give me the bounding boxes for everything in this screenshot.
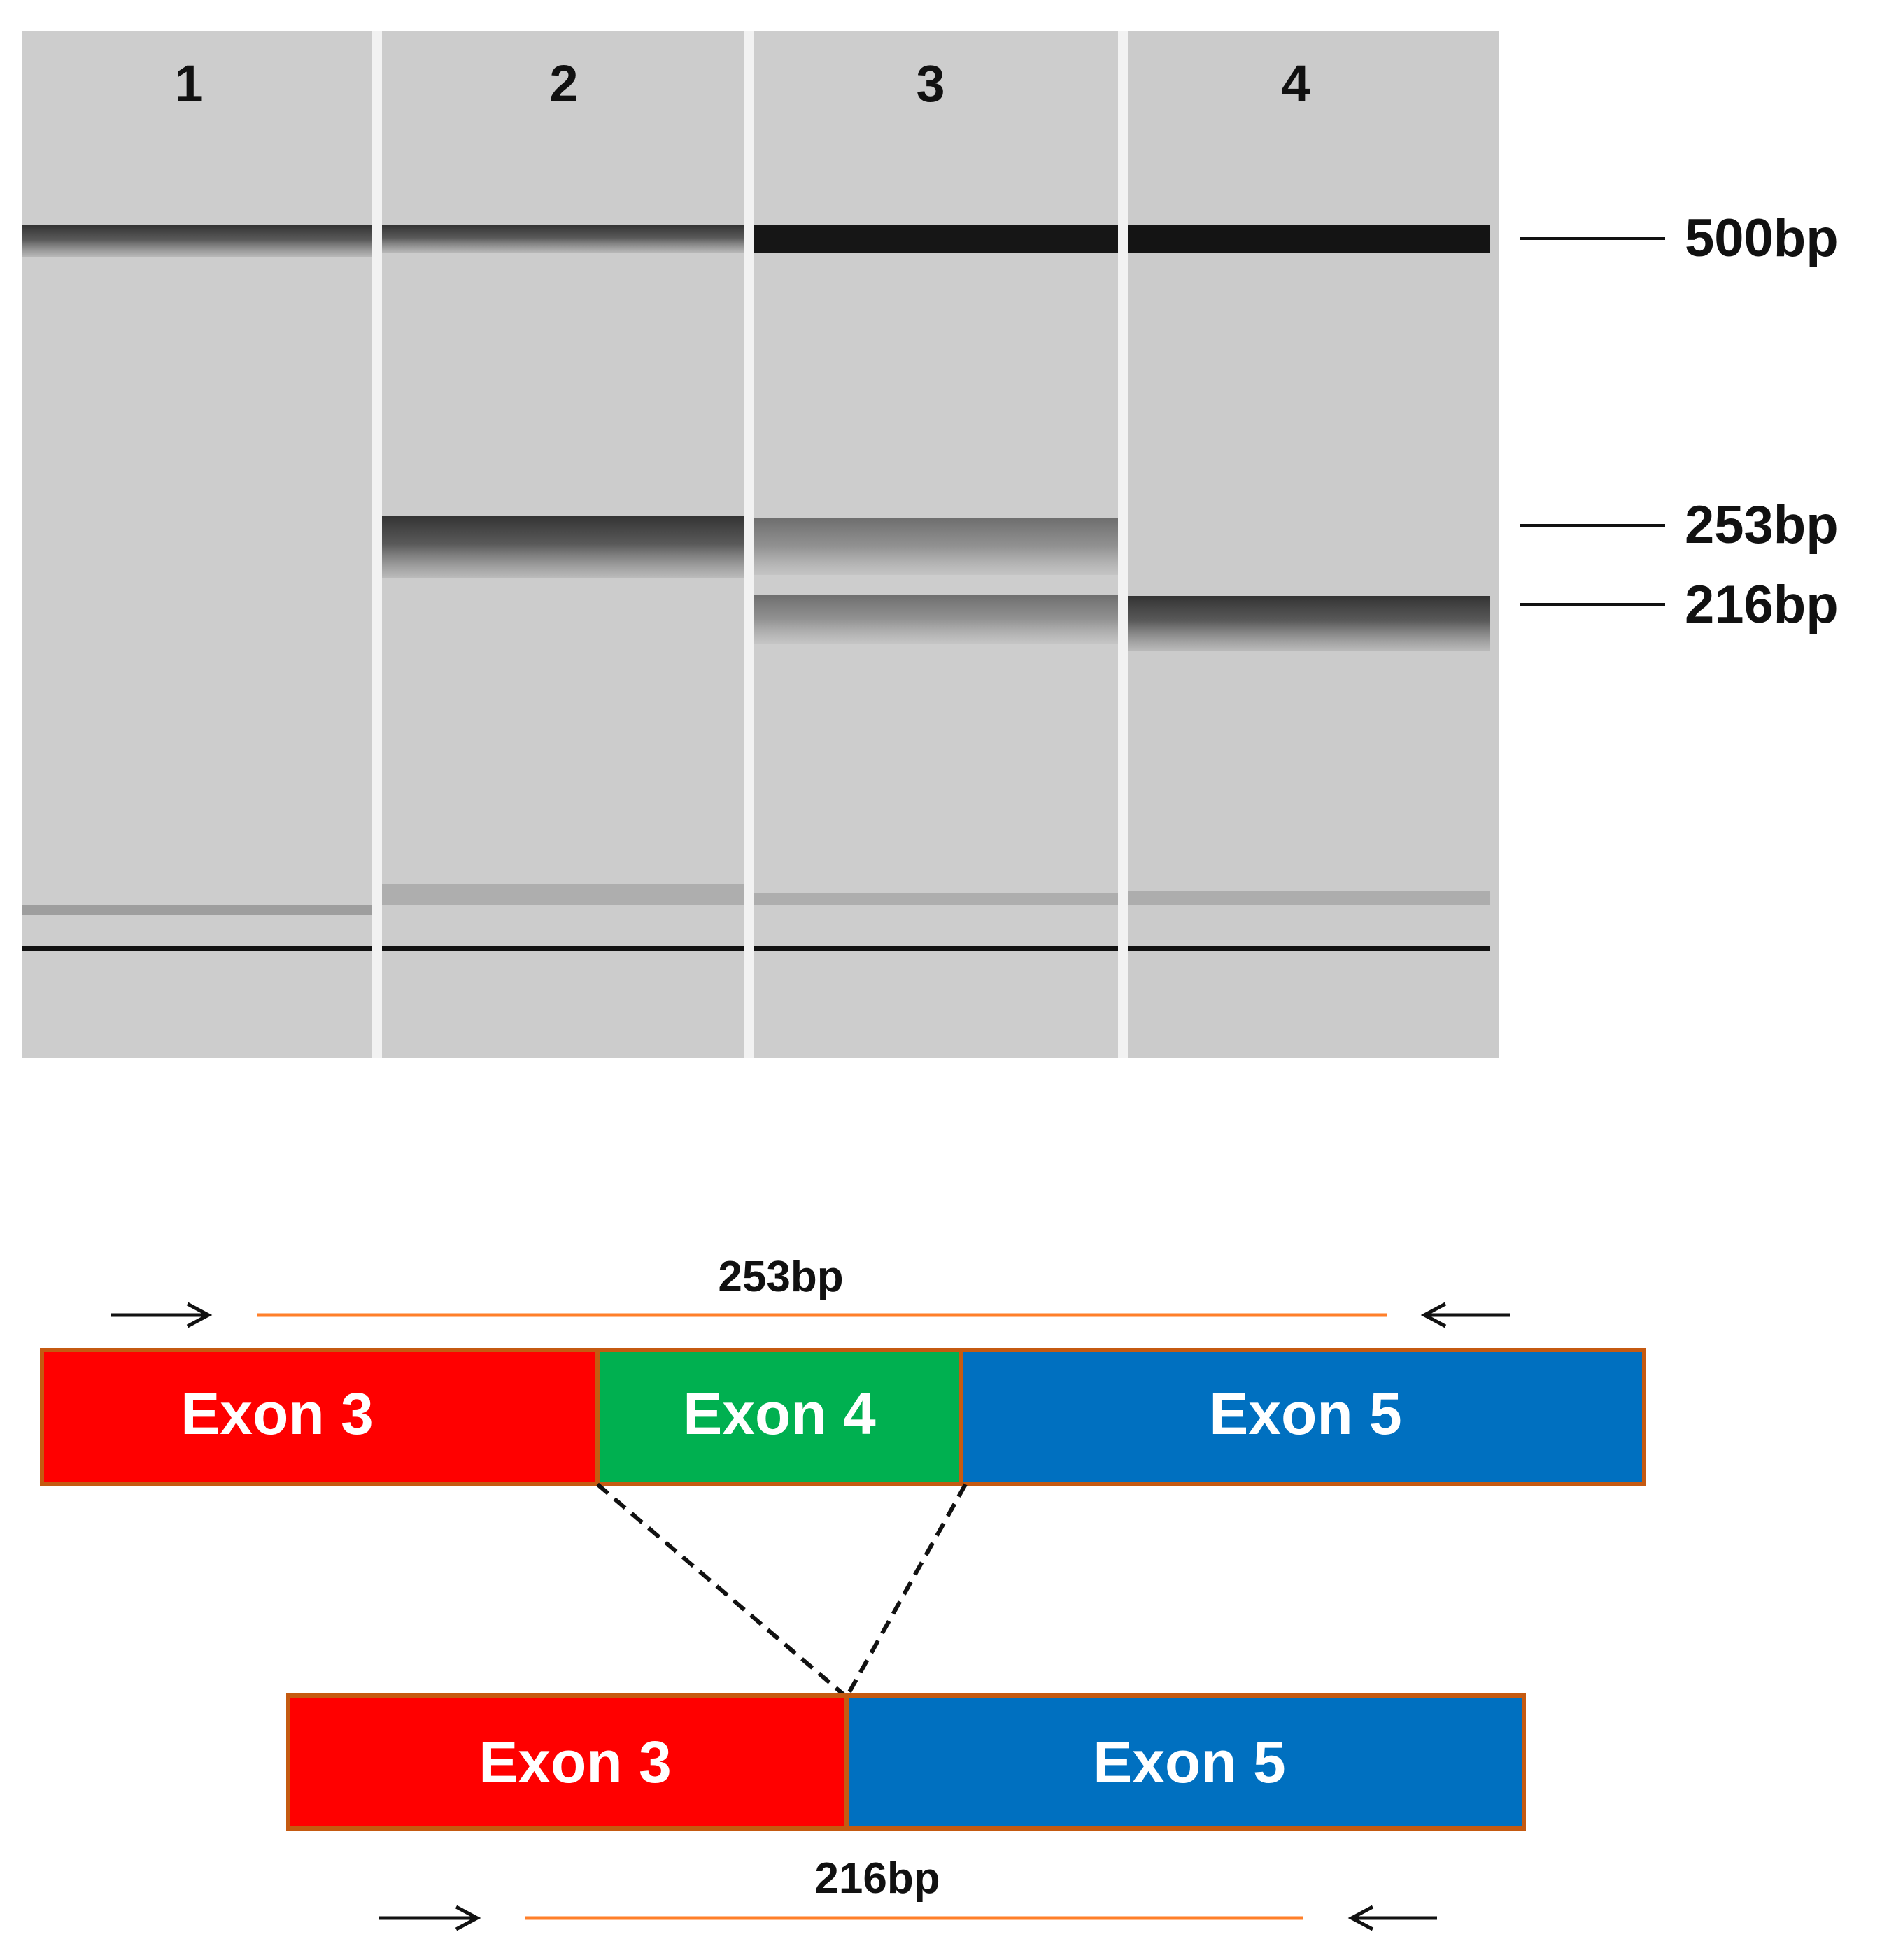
- exon-3-box: [286, 1693, 849, 1831]
- lower-marker-band: [382, 884, 744, 905]
- exon-5-label: Exon 5: [1093, 1729, 1285, 1795]
- band-253bp: [754, 518, 1118, 575]
- reverse-arrow-icon: [1420, 1302, 1510, 1328]
- gel-lane-4: [1128, 31, 1490, 1058]
- forward-arrow-icon: [111, 1302, 213, 1328]
- exon-5-box: [844, 1693, 1526, 1831]
- gel-image: 1 2 3 4: [22, 31, 1499, 1058]
- skipped-transcript-diagram: Exon 3 Exon 5 216bp: [286, 1693, 1526, 1931]
- band-500bp: [754, 225, 1118, 253]
- lane-separator: [1118, 31, 1128, 1058]
- band-500bp: [382, 225, 744, 253]
- dye-front-line: [382, 946, 744, 951]
- lane-label-2: 2: [549, 55, 578, 113]
- marker-label-216bp: 216bp: [1685, 575, 1839, 634]
- band-500bp: [1128, 225, 1490, 253]
- band-253bp: [382, 516, 744, 578]
- lane-label-1: 1: [174, 55, 203, 113]
- lane-separator: [372, 31, 382, 1058]
- dye-front-line: [754, 946, 1118, 951]
- lower-marker-band: [1128, 891, 1490, 905]
- band-216bp: [754, 595, 1118, 644]
- lane-label-3: 3: [916, 55, 945, 113]
- gel-lane-3: [754, 31, 1118, 1058]
- band-500bp: [22, 225, 372, 257]
- gel-lane-1: [22, 31, 372, 1058]
- band-216bp: [1128, 596, 1490, 651]
- forward-arrow-icon: [379, 1905, 481, 1931]
- dye-front-line: [22, 946, 372, 951]
- splice-junction-lines: [596, 1482, 968, 1699]
- lower-marker-band: [754, 893, 1118, 905]
- lower-marker-band: [22, 905, 372, 915]
- size-markers: 500bp 253bp 216bp: [1520, 208, 1839, 634]
- gel-lane-2: [382, 31, 744, 1058]
- amplicon-label-216bp: 216bp: [814, 1854, 940, 1903]
- reverse-arrow-icon: [1347, 1905, 1437, 1931]
- full-transcript-diagram: 253bp Exon 3 Exon 4 Exon 5: [40, 1253, 1646, 1486]
- exon-3-label: Exon 3: [181, 1381, 373, 1447]
- marker-label-253bp: 253bp: [1685, 495, 1839, 555]
- exon-4-box: [595, 1348, 963, 1486]
- lane-separator: [744, 31, 754, 1058]
- exon-4-label: Exon 4: [683, 1381, 876, 1447]
- exon-3-label: Exon 3: [479, 1729, 671, 1795]
- marker-label-500bp: 500bp: [1685, 208, 1839, 268]
- exon-5-label: Exon 5: [1209, 1381, 1401, 1447]
- dye-front-line: [1128, 946, 1490, 951]
- lane-label-4: 4: [1281, 55, 1310, 113]
- amplicon-label-253bp: 253bp: [718, 1253, 843, 1301]
- exon-5-box: [959, 1348, 1646, 1486]
